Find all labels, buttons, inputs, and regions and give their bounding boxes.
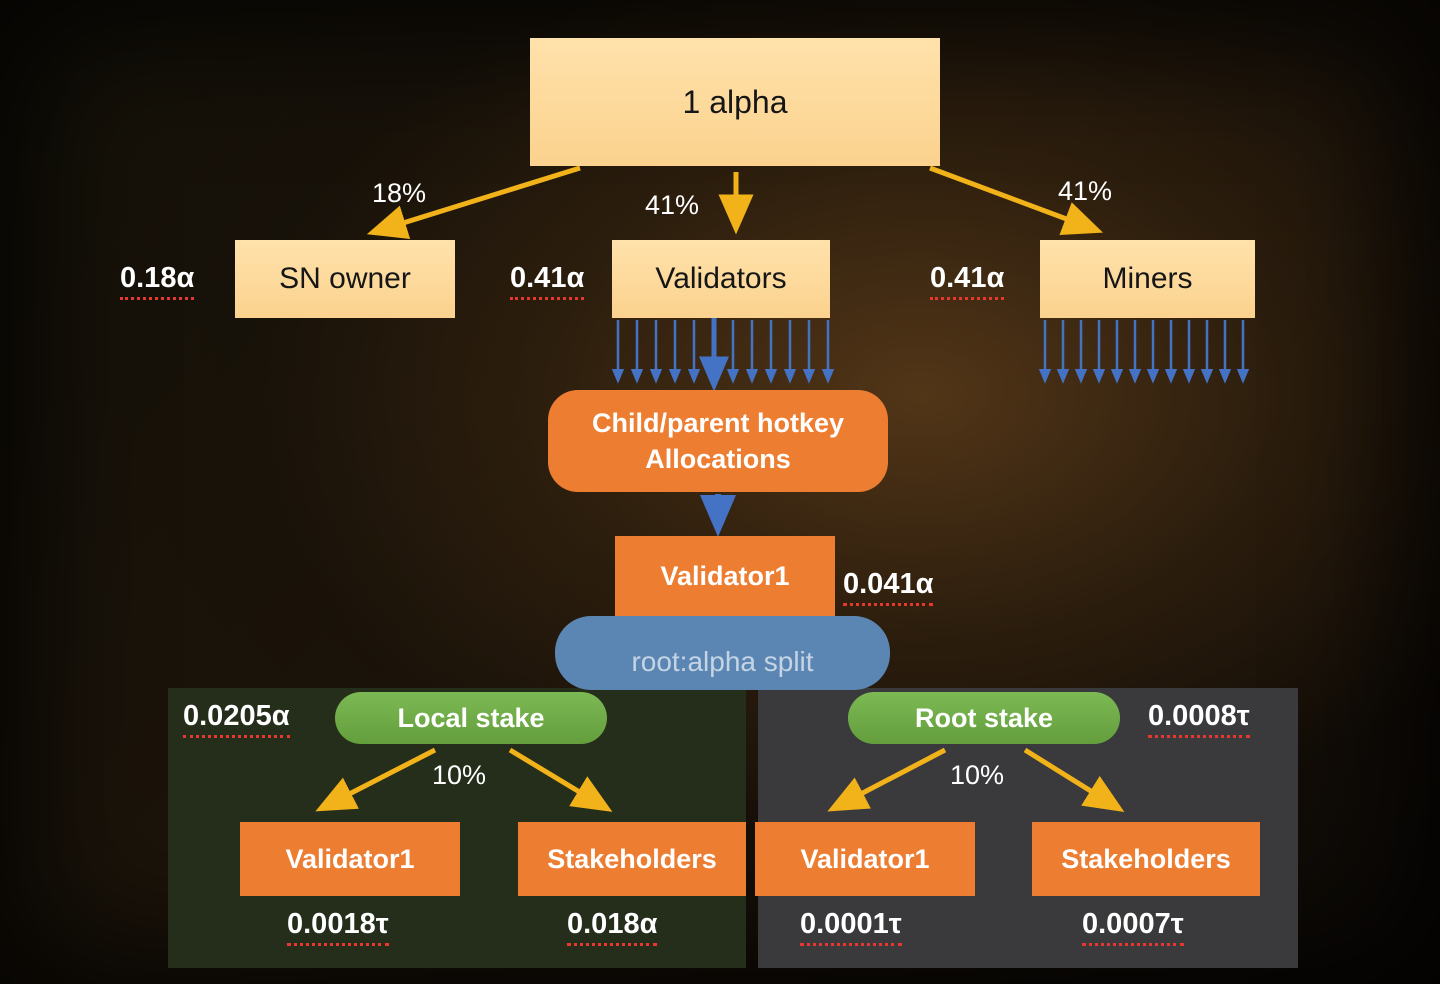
amount-local-stakeholders: 0.018α [567, 908, 658, 946]
local-validator1-label: Validator1 [285, 843, 415, 874]
pct-miners: 41% [1058, 176, 1113, 206]
root-stake-node: Root stake [848, 692, 1120, 744]
local-stakeholders-label: Stakeholders [547, 843, 717, 874]
amount-sn-owner: 0.18α [120, 262, 195, 300]
amount-root-stake: 0.0008τ [1148, 700, 1250, 738]
hotkey-allocations-node: Child/parent hotkey Allocations [548, 390, 888, 492]
amount-local-validator1: 0.0018τ [287, 908, 389, 946]
miners-node: Miners [1040, 240, 1255, 318]
local-stake-node: Local stake [335, 692, 607, 744]
pct-sn-owner: 18% [372, 178, 427, 208]
root-alpha-split-node: root:alpha split [555, 616, 890, 690]
amount-validator1: 0.041α [843, 568, 934, 606]
rootstake-validator1-label: Validator1 [800, 843, 930, 874]
pct-root-stake: 10% [950, 760, 1005, 790]
rootstake-stakeholders-label: Stakeholders [1061, 843, 1231, 874]
rootstake-stakeholders-node: Stakeholders [1032, 822, 1260, 896]
root-stake-label: Root stake [914, 702, 1054, 733]
hotkey-allocations-line2: Allocations [645, 444, 791, 474]
pct-local-stake: 10% [432, 760, 487, 790]
rootstake-validator1-node: Validator1 [755, 822, 975, 896]
root-node: 1 alpha [530, 38, 940, 166]
sn-owner-label: SN owner [279, 262, 411, 295]
hotkey-allocations-line1: Child/parent hotkey [591, 407, 845, 438]
amount-validators: 0.41α [510, 262, 585, 300]
amount-miners: 0.41α [930, 262, 1005, 300]
validator1-label: Validator1 [660, 560, 790, 591]
validators-label: Validators [655, 262, 787, 295]
validators-node: Validators [612, 240, 830, 318]
amount-local-stake: 0.0205α [183, 700, 290, 738]
root-node-label: 1 alpha [682, 83, 788, 120]
amount-rootstake-validator1: 0.0001τ [800, 908, 902, 946]
amount-rootstake-stakeholders: 0.0007τ [1082, 908, 1184, 946]
miners-label: Miners [1102, 262, 1193, 295]
local-validator1-node: Validator1 [240, 822, 460, 896]
sn-owner-node: SN owner [235, 240, 455, 318]
local-stake-label: Local stake [397, 702, 545, 733]
pct-validators: 41% [645, 190, 700, 220]
validator1-node: Validator1 [615, 536, 835, 616]
root-alpha-split-label: root:alpha split [631, 646, 814, 677]
local-stakeholders-node: Stakeholders [518, 822, 746, 896]
